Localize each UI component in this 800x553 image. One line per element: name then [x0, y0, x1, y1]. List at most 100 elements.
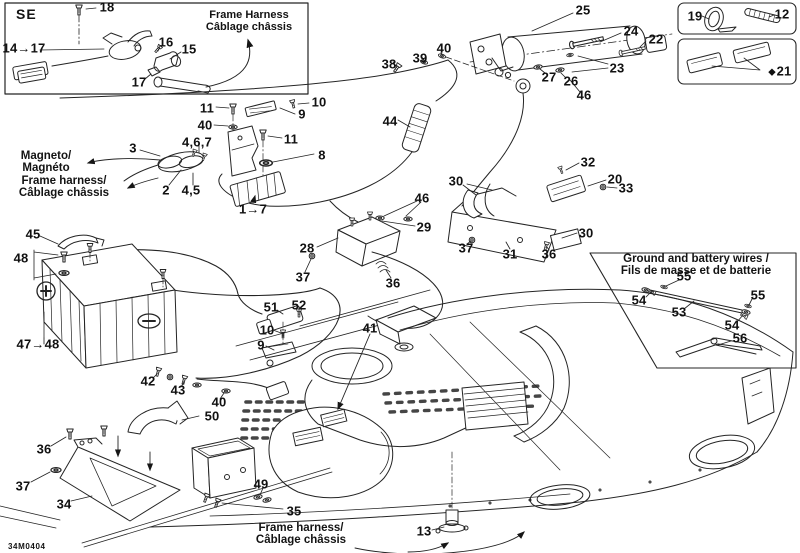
callout-32: 32 — [580, 154, 596, 170]
callout-47-48: 47→48 — [16, 336, 60, 352]
label-ground-battery-wires: Ground and battery wires / Fils de masse… — [598, 253, 794, 278]
callout-17: 17 — [131, 74, 147, 90]
callout-54: 54 — [631, 292, 647, 308]
callout-24: 24 — [623, 23, 639, 39]
cable-connector-group — [256, 305, 304, 367]
callout-42: 42 — [140, 373, 156, 389]
callout-39: 39 — [412, 50, 428, 66]
label-line: Magneto/ — [20, 150, 72, 162]
callout-26: 26 — [563, 73, 579, 89]
callout-56: 56 — [732, 330, 748, 346]
callout-30: 30 — [578, 225, 594, 241]
label-line: Câblage châssis — [255, 534, 347, 547]
starter-solenoid — [308, 211, 444, 329]
callout-13: 13 — [416, 523, 432, 539]
label-line: Fils de masse et de batterie — [620, 265, 772, 278]
label-arrows — [86, 158, 161, 189]
callout-22: 22 — [648, 31, 664, 47]
hardware-inset-boxes — [677, 2, 797, 85]
callout-4-5: 4,5 — [181, 182, 201, 198]
callout-43: 43 — [170, 382, 186, 398]
callout-51: 51 — [263, 299, 279, 315]
callout-36: 36 — [541, 246, 557, 262]
engine — [235, 289, 570, 447]
se-variant-badge: SE — [16, 6, 37, 22]
callout-4-6-7: 4,6,7 — [182, 134, 212, 150]
label-frame-harness-left: Frame harness/ Câblage châssis — [2, 175, 126, 200]
callout-12: 12 — [774, 6, 790, 22]
support-bracket — [50, 425, 181, 522]
lubricant-icon: ◆ — [768, 66, 776, 77]
callout-37: 37 — [458, 240, 474, 256]
label-line: Magnéto — [22, 162, 70, 175]
sheet-code: 34M0404 — [8, 542, 46, 551]
label-frame-harness-top: Frame Harness Câblage châssis — [188, 9, 310, 34]
battery-holder-group — [127, 366, 290, 499]
callout-28: 28 — [299, 240, 315, 256]
callout-55: 55 — [750, 287, 766, 303]
callout-16: 16 — [158, 34, 174, 50]
callout-3: 3 — [129, 140, 137, 156]
label-frame-harness-bottom: Frame harness/ Câblage châssis — [238, 522, 364, 547]
callout-40: 40 — [436, 40, 452, 56]
callout-20: 20 — [607, 171, 623, 187]
callout-leader-lines — [30, 7, 775, 531]
label-line: Câblage châssis — [205, 20, 293, 33]
callout-33: 33 — [618, 180, 634, 196]
callout-15: 15 — [181, 41, 197, 57]
callout-41: 41 — [362, 320, 378, 336]
battery — [33, 234, 178, 369]
callout-49: 49 — [253, 476, 269, 492]
label-line: Ground and battery wires / — [623, 253, 769, 265]
callout-44: 44 — [382, 113, 398, 129]
callout-36: 36 — [385, 275, 401, 291]
callout-11: 11 — [283, 131, 299, 147]
ground-wires-inset — [589, 252, 797, 369]
label-line: Frame harness/ — [21, 175, 107, 187]
callout-40: 40 — [211, 394, 227, 410]
coil-regulator-bracket — [375, 165, 607, 263]
callout-29: 29 — [416, 219, 432, 235]
callout-55: 55 — [676, 268, 692, 284]
callout-10: 10 — [259, 322, 275, 338]
callout-48: 48 — [13, 250, 29, 266]
callout-18: 18 — [99, 0, 115, 15]
callout-27: 27 — [541, 69, 557, 85]
callout-53: 53 — [671, 304, 687, 320]
callout-1-7: 1→7 — [238, 201, 268, 217]
magneto-group — [123, 99, 297, 207]
callout-46: 46 — [576, 87, 592, 103]
callout-8: 8 — [318, 147, 326, 163]
callout-21: ◆21 — [768, 63, 792, 79]
callout-19: 19 — [687, 8, 703, 24]
callout-34: 34 — [56, 496, 72, 512]
callout-52: 52 — [291, 297, 307, 313]
muffler-group — [81, 384, 542, 548]
callout-9: 9 — [257, 337, 265, 353]
label-line: Frame harness/ — [258, 522, 344, 534]
callout-37: 37 — [295, 269, 311, 285]
callout-40: 40 — [197, 117, 213, 133]
callout-10: 10 — [311, 94, 327, 110]
callout-31: 31 — [502, 246, 518, 262]
callout-45: 45 — [25, 226, 41, 242]
callout-14-17: 14→17 — [2, 40, 46, 56]
callout-54: 54 — [724, 317, 740, 333]
frame-tunnel — [0, 288, 794, 529]
callout-9: 9 — [298, 106, 306, 122]
label-line: Frame Harness — [209, 9, 289, 21]
callout-11: 11 — [199, 100, 215, 116]
wiring-harness — [59, 59, 525, 379]
callout-50: 50 — [204, 408, 220, 424]
callout-38: 38 — [381, 56, 397, 72]
callout-35: 35 — [286, 503, 302, 519]
label-magneto: Magneto/ Magnéto — [10, 150, 82, 175]
callout-2: 2 — [162, 182, 170, 198]
callout-46: 46 — [414, 190, 430, 206]
callout-36: 36 — [36, 441, 52, 457]
callout-25: 25 — [575, 2, 591, 18]
callout-37: 37 — [15, 478, 31, 494]
callout-23: 23 — [609, 60, 625, 76]
